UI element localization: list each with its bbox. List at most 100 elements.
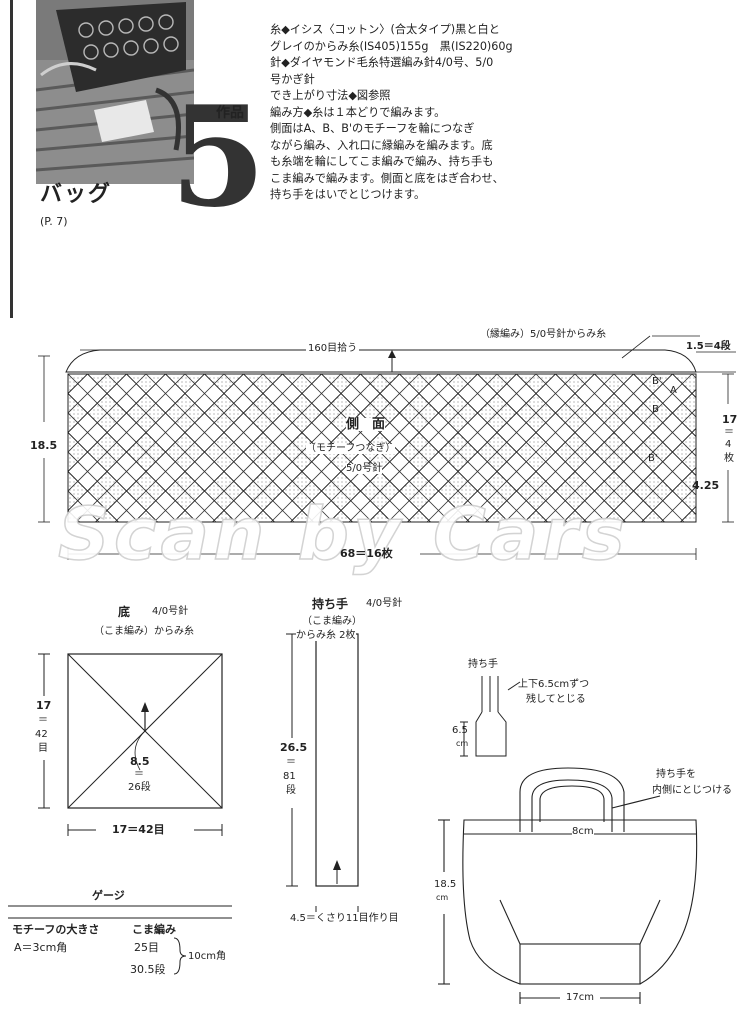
motif-seam bbox=[555, 374, 696, 516]
notes-line: ながら編み、入れ口に縁編みを編みます。底 bbox=[270, 138, 493, 152]
motif-seam bbox=[524, 374, 673, 522]
motif-diamond bbox=[712, 433, 751, 472]
assembly-height: 18.5 bbox=[434, 879, 457, 890]
motif-seam bbox=[126, 374, 275, 522]
motif-label-b: B bbox=[652, 404, 659, 415]
motif-seam bbox=[641, 466, 696, 522]
side-right-height: 17 bbox=[722, 413, 738, 426]
motif-seam bbox=[223, 374, 373, 522]
motif-seam bbox=[348, 374, 498, 522]
motif-diamond bbox=[691, 388, 696, 399]
motif-seam bbox=[184, 374, 334, 522]
side-width: 68＝16枚 bbox=[340, 547, 393, 560]
motif-seam bbox=[134, 374, 283, 522]
notes-line: でき上がり寸法◆図参照 bbox=[270, 89, 391, 102]
motif-seam bbox=[0, 374, 10, 522]
side-right-count: 4 bbox=[725, 439, 732, 450]
motif-seam bbox=[145, 374, 295, 522]
motif-seam bbox=[68, 470, 119, 522]
notes-line: 針◆ダイヤモンド毛糸特選編み針4/0号、5/0 bbox=[270, 56, 494, 69]
motif-seam bbox=[457, 374, 607, 522]
motif-seam bbox=[165, 374, 314, 522]
motif-seam bbox=[75, 374, 225, 522]
side-motif-size: 4.25 bbox=[692, 479, 720, 492]
motif-seam bbox=[379, 374, 529, 522]
motif-label-b-prime: B' bbox=[652, 376, 662, 387]
motif-seam bbox=[582, 408, 696, 522]
assembly-bottom-width: 17cm bbox=[566, 992, 594, 1003]
bottom-center-eq: ＝ bbox=[134, 769, 144, 780]
side-right-unit: 枚 bbox=[724, 453, 734, 464]
motif-seam bbox=[516, 374, 665, 522]
handle-method: （こま編み） bbox=[302, 616, 362, 627]
assembly-attach-1: 持ち手を bbox=[656, 769, 696, 780]
motif-diamond bbox=[691, 466, 696, 477]
motif-seam bbox=[613, 374, 696, 457]
motif-seam bbox=[594, 374, 696, 477]
gauge-sc-stitches: 25目 bbox=[134, 941, 159, 954]
motif-seam bbox=[68, 374, 205, 512]
motif-diamond bbox=[68, 392, 69, 395]
motif-seam bbox=[0, 374, 29, 522]
motif-seam bbox=[321, 374, 470, 522]
bag-photo bbox=[36, 0, 194, 184]
motif-seam bbox=[68, 374, 147, 453]
watermark: Scan by Cars bbox=[57, 492, 629, 576]
side-border: （縁編み）5/0号針からみ糸 bbox=[480, 329, 607, 340]
motif-seam bbox=[0, 374, 2, 522]
motif-label-a: A bbox=[670, 385, 677, 396]
motif-diamond bbox=[692, 530, 731, 569]
handle-length-eq: ＝ bbox=[286, 757, 296, 768]
side-dimensions bbox=[38, 335, 736, 560]
motif-seam bbox=[87, 374, 236, 522]
bottom-width: 17＝42目 bbox=[112, 823, 165, 836]
motif-seam bbox=[426, 374, 576, 522]
page-reference: (P. 7) bbox=[40, 215, 68, 228]
bottom-height: 17 bbox=[36, 699, 52, 712]
motif-seam bbox=[68, 412, 178, 522]
project-label: 作品 bbox=[216, 105, 244, 121]
bottom-height-unit: 目 bbox=[38, 743, 48, 754]
pattern-notes: 糸◆イシス〈コットン〉(合太タイプ)黒と白と グレイのからみ糸(IS405)15… bbox=[270, 22, 540, 204]
notes-line: グレイのからみ糸(IS405)155g 黒(IS220)60g bbox=[270, 39, 513, 53]
bottom-height-eq: ＝ bbox=[38, 715, 48, 726]
motif-seam bbox=[504, 374, 654, 522]
handle-length: 26.5 bbox=[280, 741, 308, 754]
motif-diamond bbox=[691, 505, 696, 516]
motif-seam bbox=[173, 374, 322, 522]
assembly-height-unit: cm bbox=[436, 893, 449, 902]
handle-diagram bbox=[286, 633, 359, 912]
motif-seam bbox=[574, 374, 696, 496]
motif-seam bbox=[68, 431, 158, 522]
bottom-method: （こま編み）からみ糸 bbox=[94, 626, 194, 637]
assembly-handle-length-unit: cm bbox=[456, 739, 469, 748]
motif-seam bbox=[106, 374, 256, 522]
side-height: 18.5 bbox=[30, 439, 58, 452]
motif-seam bbox=[496, 374, 646, 522]
bottom-needle: 4/0号針 bbox=[152, 606, 189, 617]
motif-seam bbox=[602, 427, 696, 522]
motif-seam bbox=[418, 374, 568, 522]
bottom-title: 底 bbox=[118, 605, 131, 619]
motif-seam bbox=[731, 374, 752, 522]
bottom-height-rows: 42 bbox=[35, 729, 48, 740]
motif-seam bbox=[535, 374, 685, 522]
motif-diamond bbox=[10, 355, 49, 394]
motif-seam bbox=[563, 388, 696, 522]
notes-line: 編み方◆糸は１本どりで編みます。 bbox=[270, 105, 446, 119]
notes-line: 持ち手をはいでとじつけます。 bbox=[270, 188, 426, 201]
motif-seam bbox=[399, 374, 548, 522]
bag-assembly bbox=[438, 767, 698, 1004]
motif-seam bbox=[652, 374, 696, 418]
motif-seam bbox=[329, 374, 478, 522]
gauge-sc-size: 10cm角 bbox=[188, 951, 226, 962]
side-stitches: 160目拾う bbox=[306, 343, 360, 354]
motif-seam bbox=[387, 374, 537, 522]
motif-diamond bbox=[691, 427, 696, 438]
motif-seam bbox=[485, 374, 634, 522]
motif-seam bbox=[691, 374, 696, 379]
side-title: 側 面 bbox=[346, 417, 386, 432]
side-subtitle: （モチーフつなぎ） bbox=[306, 443, 396, 454]
gauge-sc-rows: 30.5段 bbox=[130, 963, 166, 976]
gauge-sc-label: こま編み bbox=[132, 923, 176, 936]
